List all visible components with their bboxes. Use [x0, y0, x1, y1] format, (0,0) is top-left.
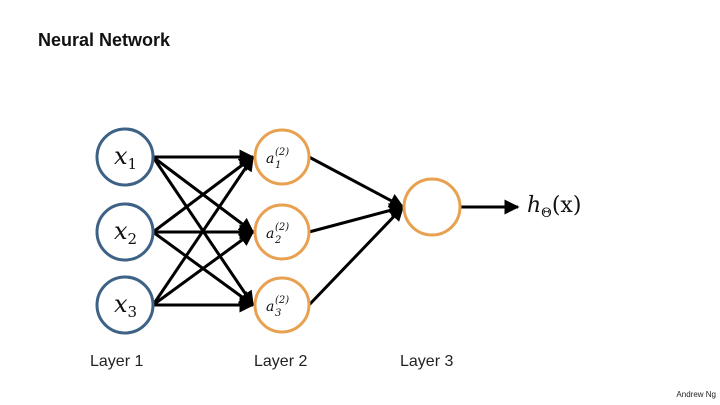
input-node-1: x1	[95, 127, 155, 187]
hidden-node-var: a	[266, 151, 274, 167]
input-node-2: x2	[95, 202, 155, 262]
hidden-node-sup: (2)	[275, 147, 289, 158]
edge-input-3-to-hidden-2	[152, 230, 255, 307]
hidden-node-var: a	[266, 226, 274, 242]
hidden-node-var: a	[266, 299, 274, 315]
edge-hidden-3-to-output	[307, 205, 405, 307]
author-footer: Andrew Ng	[676, 390, 716, 399]
input-node-3: x3	[95, 275, 155, 335]
hidden-node-sub: 2	[274, 235, 281, 246]
svg-text:x2: x2	[114, 217, 137, 248]
edge-input-3-to-hidden-1	[151, 155, 255, 306]
layer-1-label: Layer 1	[90, 353, 143, 370]
output-node	[402, 177, 462, 237]
edge-hidden-1-to-output	[308, 155, 405, 209]
connections	[151, 149, 520, 313]
edge-hidden-2-to-output	[308, 203, 405, 234]
hidden-node-sub: 1	[275, 160, 281, 171]
hidden-node-1: a (2) 1	[253, 128, 311, 186]
hidden-node-3: a (2) 3	[253, 276, 311, 334]
input-node-circle	[95, 275, 155, 335]
output-formula: hΘ(x)	[527, 193, 581, 221]
hidden-node-2: a (2) 2	[253, 203, 311, 261]
svg-text:x1: x1	[114, 142, 137, 173]
input-node-circle	[95, 127, 155, 187]
svg-text:x3: x3	[114, 290, 137, 321]
layer-3-label: Layer 3	[400, 353, 453, 370]
slide-title: Neural Network	[38, 30, 171, 50]
hidden-node-circle	[253, 128, 311, 186]
layer-2-label: Layer 2	[254, 353, 307, 370]
hidden-node-sub: 3	[275, 308, 281, 319]
hidden-node-sup: (2)	[275, 222, 289, 233]
input-node-circle	[95, 202, 155, 262]
edge-input-2-to-hidden-1	[152, 155, 255, 234]
output-node-circle	[402, 177, 462, 237]
hidden-node-sup: (2)	[275, 295, 289, 306]
hidden-node-circle	[253, 203, 311, 261]
hidden-node-circle	[253, 276, 311, 334]
